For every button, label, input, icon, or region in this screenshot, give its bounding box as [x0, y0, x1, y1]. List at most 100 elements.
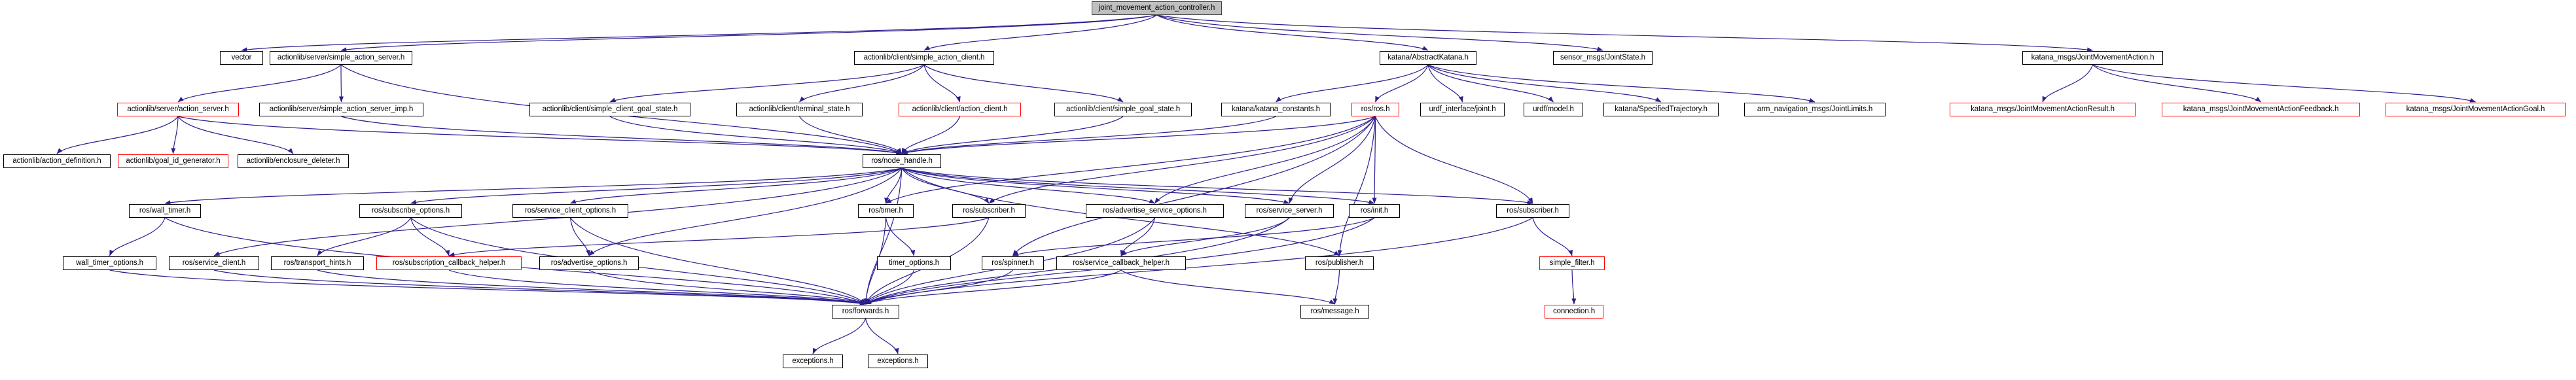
graph-node-n3[interactable]: actionlib/client/simple_action_client.h [854, 51, 994, 65]
edge-n9-to-n25 [609, 116, 903, 154]
edge-n25-to-n27 [410, 167, 903, 205]
graph-node-n48[interactable]: exceptions.h [783, 354, 843, 368]
graph-node-n9[interactable]: actionlib/client/simple_client_goal_stat… [529, 103, 690, 116]
edge-n0-to-n5 [1156, 14, 1603, 52]
edge-n7-to-n25 [177, 116, 903, 155]
edge-n26-to-n35 [109, 217, 166, 256]
edge-n25-to-n29 [884, 167, 903, 204]
edge-n29-to-n40 [885, 217, 916, 256]
edge-n34-to-n44 [1532, 217, 1573, 256]
edge-n41-to-n45 [865, 269, 1013, 305]
graph-node-n4[interactable]: katana/AbstractKatana.h [1380, 51, 1476, 65]
graph-node-n10[interactable]: actionlib/client/terminal_state.h [736, 103, 863, 116]
edge-n14-to-n41 [1012, 116, 1376, 256]
graph-node-n8[interactable]: actionlib/server/simple_action_server_im… [259, 103, 423, 116]
graph-node-n39[interactable]: ros/advertise_options.h [539, 256, 639, 270]
edge-n27-to-n38 [410, 217, 450, 256]
graph-node-n45[interactable]: ros/forwards.h [832, 305, 899, 319]
graph-node-n17[interactable]: katana/SpecifiedTrajectory.h [1603, 103, 1719, 116]
graph-node-n5[interactable]: sensor_msgs/JointState.h [1553, 51, 1653, 65]
graph-node-n36[interactable]: ros/service_client.h [169, 256, 259, 270]
edge-n3-to-n12 [923, 64, 1124, 103]
graph-node-n12[interactable]: actionlib/client/simple_goal_state.h [1054, 103, 1192, 116]
edge-n12-to-n25 [901, 116, 1124, 154]
edge-n28-to-n39 [569, 217, 591, 256]
edge-n25-to-n26 [164, 167, 903, 205]
graph-node-n27[interactable]: ros/subscribe_options.h [359, 204, 462, 218]
edge-n25-to-n31 [901, 167, 1155, 204]
edge-n35-to-n45 [109, 269, 866, 306]
graph-node-n40[interactable]: timer_options.h [877, 256, 951, 270]
edge-n3-to-n9 [609, 64, 925, 103]
graph-node-n49[interactable]: exceptions.h [868, 354, 928, 368]
graph-node-n28[interactable]: ros/service_client_options.h [512, 204, 628, 218]
graph-node-n46[interactable]: ros/message.h [1300, 305, 1369, 319]
edge-n14-to-n29 [885, 116, 1376, 204]
graph-node-n41[interactable]: ros/spinner.h [982, 256, 1044, 270]
graph-node-n24[interactable]: actionlib/enclosure_deleter.h [238, 154, 349, 168]
edge-n3-to-n10 [799, 64, 925, 103]
edge-n14-to-n30 [988, 116, 1376, 204]
graph-node-n30[interactable]: ros/subscriber.h [952, 204, 1026, 218]
graph-node-n25[interactable]: ros/node_handle.h [863, 154, 941, 168]
graph-node-n37[interactable]: ros/transport_hints.h [271, 256, 364, 270]
graph-node-n22[interactable]: actionlib/action_definition.h [3, 154, 111, 168]
edge-n45-to-n48 [812, 318, 867, 354]
edge-n44-to-n47 [1571, 269, 1577, 305]
graph-node-n35[interactable]: wall_timer_options.h [63, 256, 156, 270]
edge-n4-to-n13 [1276, 64, 1429, 103]
graph-node-n16[interactable]: urdf/model.h [1524, 103, 1583, 116]
edge-n42-to-n46 [1120, 269, 1335, 305]
edge-n30-to-n38 [448, 217, 990, 257]
graph-node-n32[interactable]: ros/service_server.h [1245, 204, 1334, 218]
graph-node-n6[interactable]: katana_msgs/JointMovementAction.h [2022, 51, 2163, 65]
graph-node-n23[interactable]: actionlib/goal_id_generator.h [118, 154, 228, 168]
edge-n3-to-n11 [923, 64, 961, 103]
graph-node-n15[interactable]: urdf_interface/joint.h [1420, 103, 1505, 116]
graph-node-n43[interactable]: ros/publisher.h [1305, 256, 1374, 270]
graph-node-n18[interactable]: arm_navigation_msgs/JointLimits.h [1744, 103, 1886, 116]
edge-n37-to-n45 [317, 269, 866, 305]
edge-n25-to-n30 [901, 167, 990, 204]
edge-n33-to-n41 [1012, 217, 1375, 256]
graph-node-n33[interactable]: ros/init.h [1349, 204, 1400, 218]
graph-node-n2[interactable]: actionlib/server/simple_action_server.h [270, 51, 412, 65]
edge-n27-to-n37 [317, 217, 412, 256]
edge-n25-to-n34 [901, 167, 1533, 205]
edge-n40-to-n45 [865, 269, 915, 305]
edge-n4-to-n18 [1427, 64, 1816, 103]
graph-node-n47[interactable]: connection.h [1545, 305, 1603, 319]
edge-n39-to-n45 [588, 269, 866, 305]
graph-node-n44[interactable]: simple_filter.h [1539, 256, 1605, 270]
graph-node-n1[interactable]: vector [220, 51, 263, 65]
graph-node-n7[interactable]: actionlib/server/action_server.h [117, 103, 239, 116]
edge-n14-to-n43 [1337, 116, 1376, 256]
graph-node-n42[interactable]: ros/service_callback_helper.h [1056, 256, 1186, 270]
graph-node-n0[interactable]: joint_movement_action_controller.h [1092, 1, 1222, 15]
edge-n25-to-n32 [901, 167, 1290, 204]
graph-node-n29[interactable]: ros/timer.h [858, 204, 914, 218]
graph-node-n19[interactable]: katana_msgs/JointMovementActionResult.h [1950, 103, 2136, 116]
edge-n4-to-n16 [1427, 64, 1554, 103]
graph-node-n21[interactable]: katana_msgs/JointMovementActionGoal.h [2386, 103, 2566, 116]
edge-n6-to-n21 [2092, 64, 2476, 103]
edge-n13-to-n25 [901, 116, 1276, 154]
edge-n25-to-n33 [901, 167, 1375, 205]
graph-node-n14[interactable]: ros/ros.h [1351, 103, 1399, 116]
edge-n10-to-n25 [798, 116, 903, 154]
graph-node-n13[interactable]: katana/katana_constants.h [1221, 103, 1331, 116]
edge-n14-to-n25 [901, 116, 1376, 155]
edge-n32-to-n42 [1120, 217, 1290, 256]
edge-n4-to-n14 [1374, 64, 1429, 103]
graph-node-n38[interactable]: ros/subscription_callback_helper.h [376, 256, 522, 270]
graph-node-n11[interactable]: actionlib/client/action_client.h [899, 103, 1021, 116]
graph-node-n20[interactable]: katana_msgs/JointMovementActionFeedback.… [2162, 103, 2360, 116]
edge-n36-to-n45 [213, 269, 866, 305]
graph-node-n26[interactable]: ros/wall_timer.h [129, 204, 201, 218]
graph-node-n31[interactable]: ros/advertise_service_options.h [1086, 204, 1224, 218]
edge-n4-to-n15 [1427, 64, 1463, 103]
graph-node-n34[interactable]: ros/subscriber.h [1496, 204, 1569, 218]
edge-n25-to-n39 [588, 167, 903, 256]
edge-n7-to-n24 [177, 116, 294, 154]
